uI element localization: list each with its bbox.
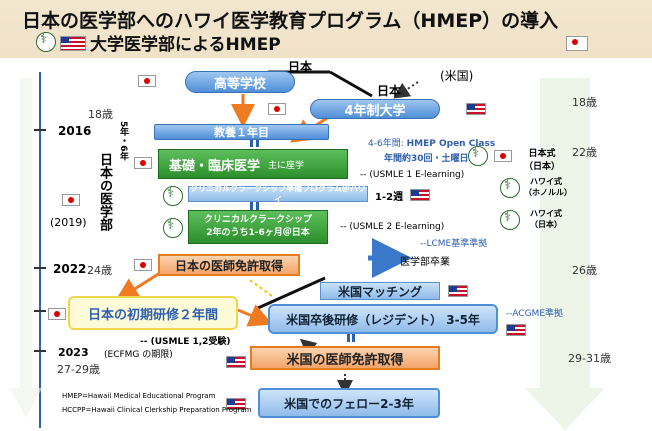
lcme-note: --LCME基準準拠 [420, 239, 488, 249]
open-class-name: HMEP Open Class [406, 139, 496, 149]
university-4yr-box: 4年制大学 [310, 99, 440, 119]
university-seal-icon [36, 32, 56, 52]
side-label-years: 5年・6年 [118, 121, 128, 161]
label-japan-mid: 日本 [377, 84, 402, 98]
hccpp-definition: HCCPP=Hawaii Clinical Clerkship Preparat… [62, 406, 252, 414]
diagram-canvas: 日本 日本 (米国) 高等学校 4年制大学 18歳 2016 (2019) 20… [0, 58, 652, 431]
label-us-note: (米国) [440, 69, 474, 83]
japan-flag-icon [48, 308, 66, 320]
university-seal-icon [163, 186, 183, 206]
clerkship-sub: 2年のうち1-6ヶ月＠日本 [206, 228, 310, 238]
us-license-box: 米国の医師免許取得 [250, 346, 440, 370]
style-hawaii-japan: ハワイ式（日本） [530, 209, 562, 229]
title-bar: 日本の医学部へのハワイ医学教育プログラム（HMEP）の導入 大学医学部によるHM… [0, 0, 652, 58]
age-18-left: 18歳 [88, 108, 113, 121]
university-seal-icon [500, 210, 520, 230]
open-class-note: 4-6年間: HMEP Open Class [368, 136, 495, 149]
us-fellow-box: 米国でのフェロー2-3年 [258, 388, 440, 418]
university-seal-icon [163, 218, 183, 238]
jp-residency-box: 日本の初期研修２年間 [68, 296, 238, 330]
age-29-31-right: 29-31歳 [568, 352, 611, 365]
us-flag-icon [226, 356, 246, 368]
page-subtitle: 大学医学部によるHMEP [90, 35, 281, 55]
side-label-jp-med: 日本の医学部 [97, 153, 112, 231]
hmep-definition: HMEP=Hawaii Medical Educational Program [62, 392, 216, 400]
year-2022: 2022 [53, 262, 87, 276]
us-flag-icon [60, 36, 86, 51]
usmle1-note: -- (USMLE 1 E-learning) [360, 170, 465, 180]
high-school-box: 高等学校 [185, 71, 295, 93]
style-japan: 日本式（日本） [523, 149, 560, 172]
university-seal-icon [500, 178, 520, 198]
japan-flag-icon [268, 103, 286, 115]
graduation-label: 医学部卒業 [400, 257, 450, 268]
page-title: 日本の医学部へのハワイ医学教育プログラム（HMEP）の導入 [22, 10, 559, 32]
age-22-right: 22歳 [572, 146, 597, 159]
year-2019: (2019) [50, 216, 87, 229]
acgme-note: --ACGME準拠 [506, 309, 564, 319]
ecfmg-note: (ECFMG の期限) [104, 350, 173, 360]
connector-arrows [10, 70, 605, 430]
age-27-29-left: 27-29歳 [57, 363, 100, 376]
style-hawaii: ハワイ式（ホノルル） [524, 177, 572, 197]
basic-clinical-label: 基礎・臨床医学 [169, 158, 261, 174]
us-flag-icon [506, 324, 526, 336]
age-18-right: 18歳 [572, 96, 597, 109]
age-24-left: 24歳 [87, 264, 112, 277]
us-residency-box: 米国卒後研修（レジデント） 3-5年 [268, 304, 498, 334]
ccpp-weeks: 1-2週 [375, 192, 404, 203]
label-japan-top: 日本 [288, 60, 313, 74]
usmle2-note: -- (USMLE 2 E-learning) [340, 222, 445, 232]
us-flag-icon [448, 285, 468, 297]
open-class-schedule: 年間約30回・土曜日 [384, 154, 469, 164]
japan-flag-icon [138, 75, 156, 87]
clerkship-box: クリニカルクラークシップ 2年のうち1-6ヶ月＠日本 [188, 210, 328, 244]
us-flag-icon [410, 189, 430, 201]
open-class-prefix: 4-6年間: [368, 139, 404, 149]
culture-year-box: 教養１年目 [154, 124, 329, 140]
usmle12-note: -- (USMLE 1,2受験) [140, 337, 231, 347]
basic-clinical-note: 主に座学 [268, 160, 305, 171]
ccpp-hawaii-box: クリニカルクラークシップ準備プログラム＠ハワイ [188, 184, 368, 204]
us-flag-icon [226, 398, 246, 410]
clerkship-label: クリニカルクラークシップ [203, 215, 312, 225]
university-seal-icon [468, 146, 488, 166]
year-2016: 2016 [58, 124, 92, 138]
japan-flag-icon [62, 194, 80, 206]
us-flag-icon [466, 103, 486, 115]
japan-flag-icon [494, 150, 512, 162]
us-match-box: 米国マッチング [320, 282, 440, 300]
japan-license-box: 日本の医師免許取得 [158, 254, 300, 276]
year-2023: 2023 [58, 346, 89, 359]
basic-clinical-box: 基礎・臨床医学 主に座学 [158, 149, 348, 179]
japan-flag-icon [566, 36, 588, 51]
japan-flag-icon [134, 157, 152, 169]
japan-flag-icon [134, 259, 152, 271]
age-26-right: 26歳 [572, 264, 597, 277]
